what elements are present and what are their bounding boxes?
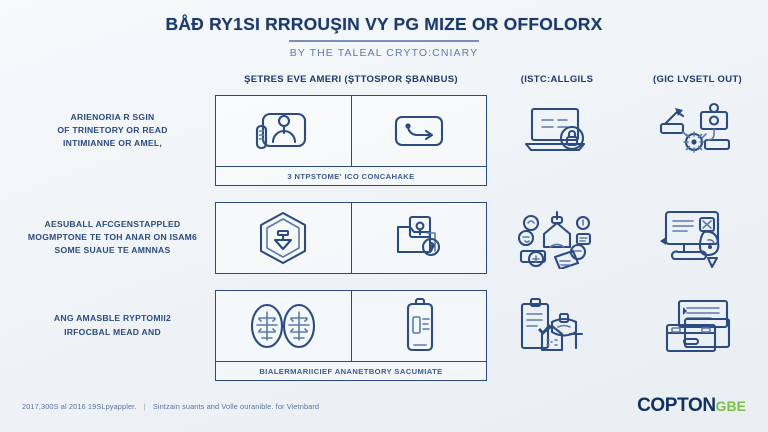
monitor-badge-icon bbox=[627, 203, 768, 273]
row-spacer-1 bbox=[10, 186, 758, 202]
footer-separator: | bbox=[143, 401, 146, 411]
laptop-lock-icon bbox=[487, 96, 627, 166]
infographic-header: BÅÐ RY1SI RRROUŞIN VY PG MIZE OR OFFOLOR… bbox=[0, 0, 768, 59]
row-1-caption: 3 NTPSTOME' ICO CONCAHAKE bbox=[215, 166, 487, 186]
column-header-row: ŞETRES EVE AMERI (ŞTTOSPOR ŞBANBUS) (IST… bbox=[0, 74, 768, 85]
title-underline-rule bbox=[289, 40, 479, 42]
folder-lock-icon bbox=[350, 202, 487, 273]
page-title: BÅÐ RY1SI RRROUŞIN VY PG MIZE OR OFFOLOR… bbox=[165, 14, 603, 34]
file-boxes-icon bbox=[627, 291, 768, 361]
network-nodes-icon bbox=[627, 96, 768, 166]
footer-text-right: Sintzain suants and Volle ouranible. for… bbox=[152, 401, 320, 411]
card-swipe-icon bbox=[350, 95, 487, 166]
person-at-desk-icon bbox=[216, 96, 351, 166]
mobile-device-icon bbox=[350, 290, 487, 361]
row-3-panel bbox=[215, 289, 487, 362]
footer-text-left: 2017,300S al 2016 19SLpyappler. bbox=[22, 401, 137, 411]
page-subtitle: BY THE TALEAL CRYTO:CNIARY bbox=[289, 46, 479, 59]
row-spacer-2 bbox=[10, 274, 758, 290]
infographic-footer: 2017,300S al 2016 19SLpyappler. | Sintza… bbox=[0, 386, 768, 432]
documents-stack-icon bbox=[487, 291, 627, 361]
fingerprint-pair-icon bbox=[216, 291, 351, 361]
hexagon-shield-icon bbox=[216, 203, 351, 273]
column-header-middle: (ISTC:ALLGILS bbox=[520, 73, 594, 85]
brand-logo: COPTONGBE bbox=[637, 395, 746, 417]
row-1-panel bbox=[215, 94, 487, 167]
row-2-panel bbox=[215, 201, 487, 274]
column-header-main: ŞETRES EVE AMERI (ŞTTOSPOR ŞBANBUS) bbox=[244, 73, 458, 85]
row-3-caption: BIALERMARIICIEF ANANETBORY SACUMIATE bbox=[215, 361, 487, 381]
column-header-right: (GIC LVSETL OUT) bbox=[653, 73, 742, 85]
user-services-hub-icon bbox=[487, 203, 627, 273]
logo-primary-text: COPTON bbox=[637, 395, 716, 416]
logo-secondary-text: GBE bbox=[715, 398, 746, 414]
footer-credits: 2017,300S al 2016 19SLpyappler. | Sintza… bbox=[22, 402, 319, 411]
